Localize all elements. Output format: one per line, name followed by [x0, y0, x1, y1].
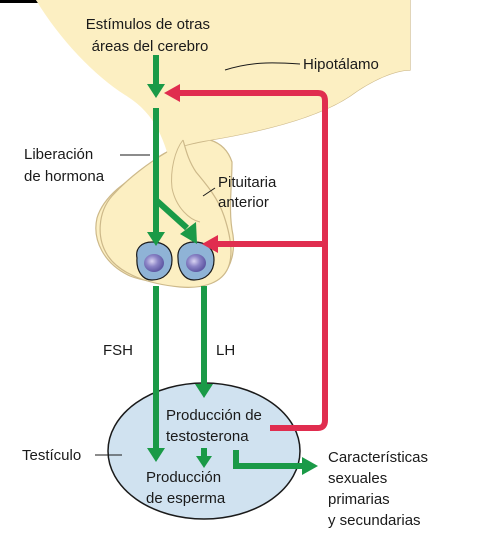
stimuli-label: Estímulos de otras áreas del cerebro — [86, 16, 214, 55]
stimulation-arrows — [147, 55, 318, 475]
sexual-traits-label: Características sexuales primarias y sec… — [328, 449, 432, 529]
feedback-arrows — [164, 84, 328, 431]
hypothalamus-leader-line — [224, 62, 301, 71]
lh-label: LH — [216, 342, 235, 359]
corner-bar — [0, 0, 48, 3]
pituitary-cell-right — [177, 241, 215, 281]
hypothalamus-label: Hipotálamo — [303, 56, 379, 73]
testosterone-production-label: Producción de testosterona — [166, 407, 266, 445]
pituitary-leader-line — [202, 187, 216, 197]
pituitary-label: Pituitaria anterior — [218, 174, 281, 211]
pituitary-stalk-outline — [171, 139, 201, 223]
sperm-production-label: Producción de esperma — [146, 469, 226, 507]
testis-label: Testículo — [22, 447, 81, 464]
brain-upper-region — [36, 0, 410, 152]
fsh-label: FSH — [103, 342, 133, 359]
hormone-release-label: Liberación de hormona — [24, 146, 105, 185]
pituitary-cell-left — [136, 241, 173, 281]
